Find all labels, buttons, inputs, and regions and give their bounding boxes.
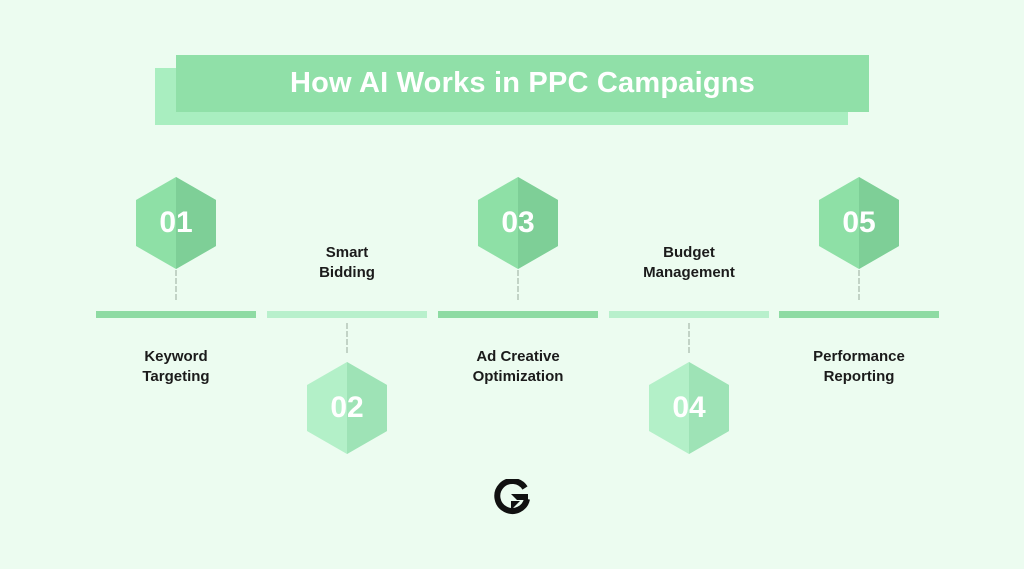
step-5-hexagon: 05 [819, 177, 899, 269]
step-1-label-line2: Targeting [142, 368, 210, 385]
step-5-connector [858, 270, 860, 300]
step-2-hexagon: 02 [307, 362, 387, 454]
step-5-label: Performance Reporting [779, 347, 939, 387]
step-2-label-line2: Bidding [319, 264, 375, 281]
hexagon-shape [819, 177, 899, 269]
step-1-label-line1: Keyword [144, 348, 208, 365]
step-3-bar [438, 311, 598, 318]
step-5-label-line2: Reporting [823, 368, 895, 385]
step-3-hexagon: 03 [478, 177, 558, 269]
step-5-bar [779, 311, 939, 318]
g-refresh-logo-icon [494, 478, 530, 515]
hexagon-shape [649, 362, 729, 454]
step-4-label-line2: Management [643, 264, 735, 281]
step-3-label-line1: Ad Creative [476, 348, 560, 365]
step-2-label: Smart Bidding [267, 243, 427, 283]
step-1-label: Keyword Targeting [96, 347, 256, 387]
step-1-connector [175, 270, 177, 300]
step-1-bar [96, 311, 256, 318]
step-2-connector [346, 323, 348, 353]
step-5-label-line1: Performance [813, 348, 905, 365]
step-1-hexagon: 01 [136, 177, 216, 269]
step-2-bar [267, 311, 427, 318]
step-2-label-line1: Smart [325, 244, 369, 261]
step-1-number: 01 [159, 206, 193, 239]
step-4-bar [609, 311, 769, 318]
step-4-hexagon: 04 [649, 362, 729, 454]
step-5-number: 05 [842, 206, 876, 239]
step-4-label: Budget Management [609, 243, 769, 283]
step-3-number: 03 [501, 206, 535, 239]
title-banner: How AI Works in PPC Campaigns [176, 55, 869, 112]
step-3-label-line2: Optimization [472, 368, 564, 385]
page-title: How AI Works in PPC Campaigns [289, 67, 756, 99]
step-4-number: 04 [672, 391, 706, 424]
hexagon-shape [307, 362, 387, 454]
step-2-number: 02 [330, 391, 364, 424]
step-4-connector [688, 323, 690, 353]
step-3-connector [517, 270, 519, 300]
step-4-label-line1: Budget [663, 244, 715, 261]
hexagon-shape [478, 177, 558, 269]
hexagon-shape [136, 177, 216, 269]
step-3-label: Ad Creative Optimization [438, 347, 598, 387]
